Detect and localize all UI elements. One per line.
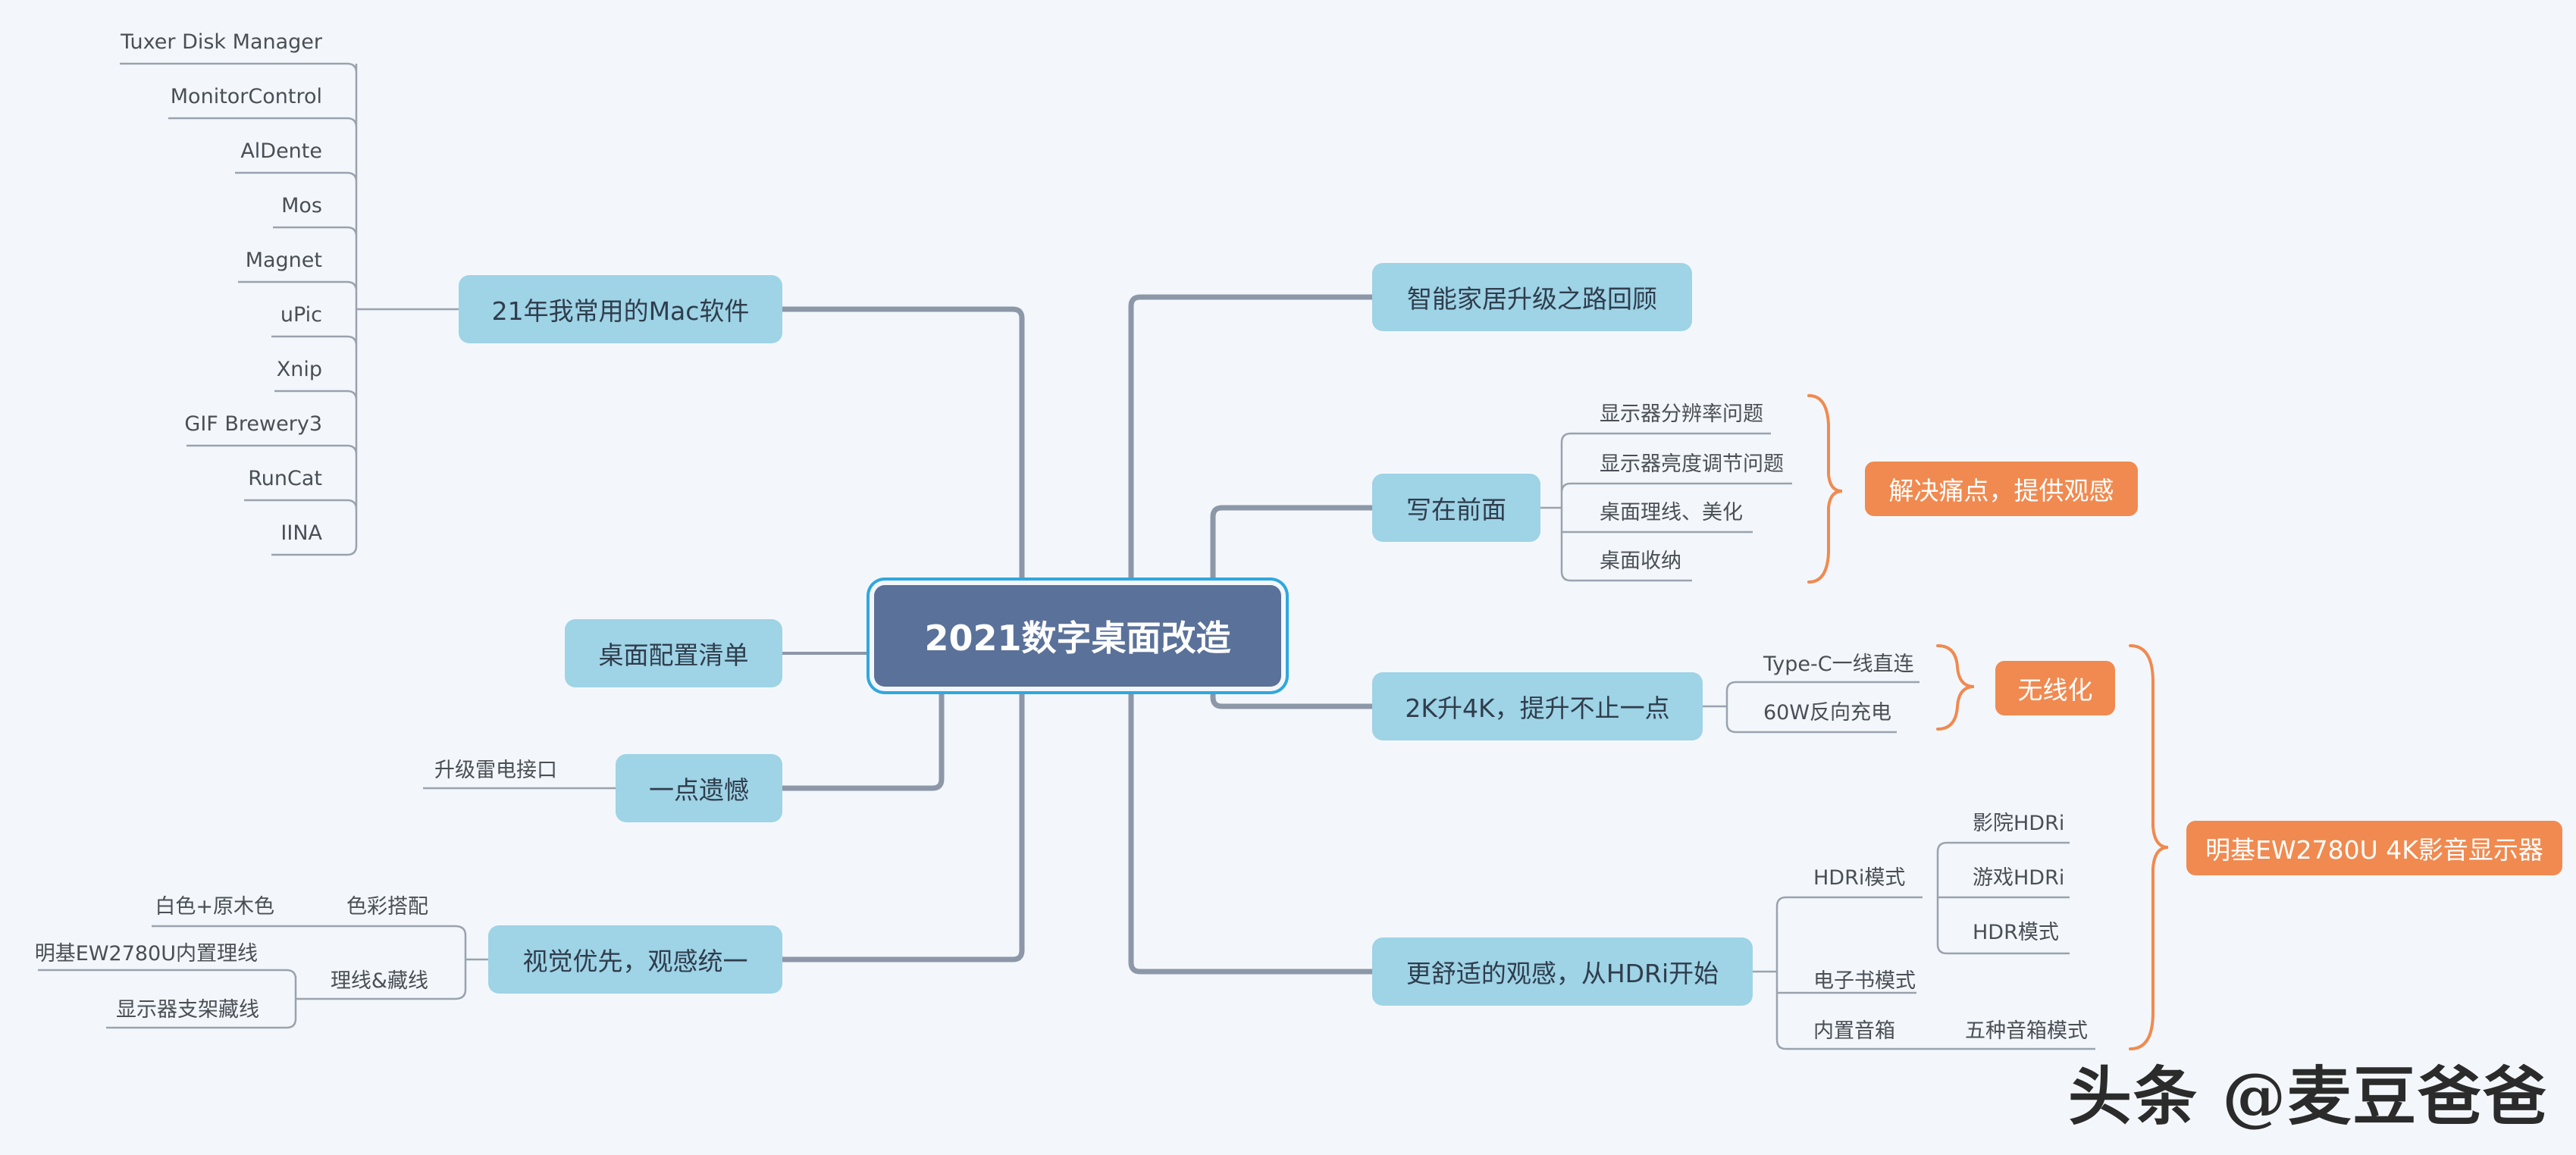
- summary-brace-upgrade: [1936, 644, 1975, 731]
- subtopic-color-match: 色彩搭配: [346, 894, 428, 919]
- cable-item: 明基EW2780U内置理线: [34, 941, 258, 966]
- bracket-preface: [1540, 432, 1792, 582]
- topic-visual[interactable]: 视觉优先，观感统一: [488, 925, 782, 994]
- preface-item: 桌面收纳: [1600, 549, 1681, 573]
- trunk-hdri: [1128, 684, 1375, 975]
- mac-app-item: Mos: [281, 193, 322, 218]
- trunk-regret: [779, 684, 945, 791]
- central-topic[interactable]: 2021数字桌面改造: [874, 585, 1281, 687]
- summary-wireless[interactable]: 无线化: [1995, 661, 2115, 715]
- trunk-upgrade: [1210, 684, 1375, 709]
- mac-app-item: GIF Brewery3: [184, 412, 322, 436]
- mac-app-item: MonitorControl: [170, 84, 322, 108]
- subtopic-speaker: 内置音箱: [1813, 1019, 1895, 1043]
- topic-mac-software[interactable]: 21年我常用的Mac软件: [459, 275, 782, 343]
- mac-app-item: uPic: [280, 302, 322, 327]
- mac-app-item: IINA: [280, 521, 322, 545]
- topic-preface[interactable]: 写在前面: [1372, 474, 1540, 542]
- bracket-mac-software: [120, 62, 459, 556]
- topic-smart-home[interactable]: 智能家居升级之路回顾: [1372, 263, 1692, 331]
- hdri-mode-item: HDR模式: [1973, 920, 2059, 944]
- preface-item: 桌面理线、美化: [1600, 500, 1743, 524]
- trunk-mac-software: [779, 306, 1025, 588]
- subtopic-cable: 理线&藏线: [330, 969, 428, 993]
- mac-app-item: Magnet: [245, 248, 322, 272]
- bracket-visual: [38, 925, 488, 1029]
- mac-app-item: AlDente: [240, 139, 322, 163]
- summary-pain-points[interactable]: 解决痛点，提供观感: [1865, 462, 2138, 516]
- bracket-hdri: [1753, 841, 2095, 1050]
- speaker-item: 五种音箱模式: [1965, 1019, 2088, 1043]
- watermark: 头条 @麦豆爸爸: [2068, 1059, 2549, 1134]
- color-match-item: 白色+原木色: [155, 894, 274, 919]
- preface-item: 显示器分辨率问题: [1600, 402, 1763, 426]
- topic-upgrade[interactable]: 2K升4K，提升不止一点: [1372, 672, 1703, 740]
- subtopic-hdri-mode: HDRi模式: [1813, 865, 1906, 890]
- topic-regret[interactable]: 一点遗憾: [616, 754, 782, 822]
- subtopic-ebook: 电子书模式: [1813, 969, 1916, 993]
- trunk-smart-home: [1128, 294, 1375, 588]
- upgrade-item: 60W反向充电: [1763, 700, 1892, 725]
- regret-item: 升级雷电接口: [434, 758, 557, 782]
- topic-desk-config[interactable]: 桌面配置清单: [565, 619, 782, 687]
- hdri-mode-item: 影院HDRi: [1973, 811, 2065, 835]
- mac-app-item: Tuxer Disk Manager: [121, 30, 322, 54]
- summary-product[interactable]: 明基EW2780U 4K影音显示器: [2186, 821, 2562, 875]
- summary-brace-product: [2129, 644, 2169, 1050]
- summary-brace-preface: [1807, 394, 1843, 584]
- upgrade-item: Type-C一线直连: [1763, 652, 1914, 676]
- trunk-preface: [1210, 505, 1375, 588]
- topic-hdri[interactable]: 更舒适的观感，从HDRi开始: [1372, 937, 1753, 1006]
- mac-app-item: Xnip: [276, 357, 322, 381]
- mac-app-item: RunCat: [248, 466, 322, 490]
- bracket-upgrade: [1703, 681, 1919, 734]
- preface-item: 显示器亮度调节问题: [1600, 452, 1784, 476]
- cable-item: 显示器支架藏线: [116, 997, 259, 1022]
- hdri-mode-item: 游戏HDRi: [1973, 865, 2065, 890]
- trunk-visual: [779, 684, 1025, 962]
